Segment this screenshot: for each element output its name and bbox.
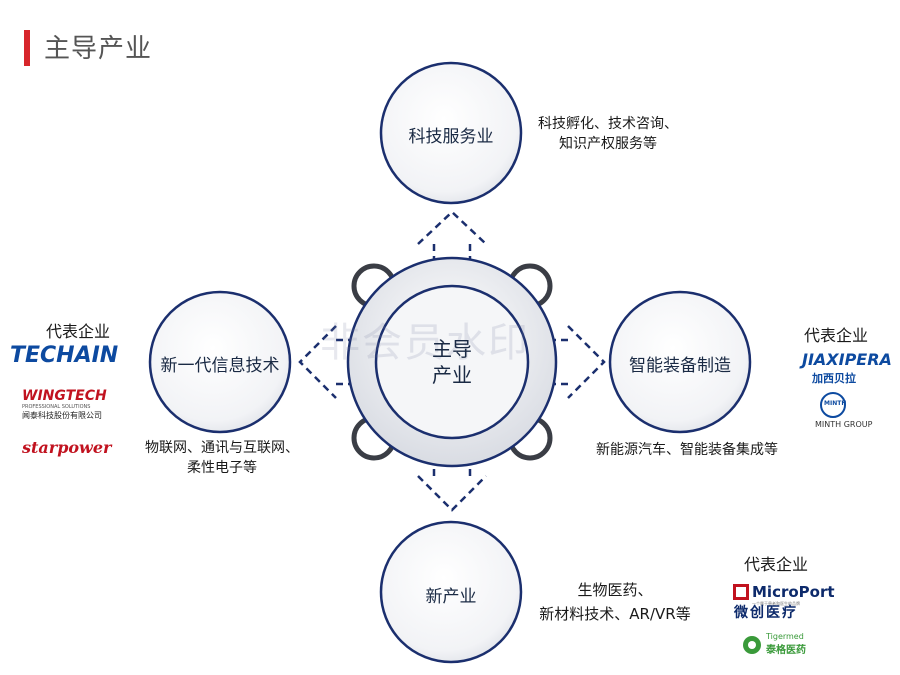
desc-bottom-line2: 新材料技术、AR/VR等 xyxy=(539,605,691,623)
desc-bottom: 生物医药、 新材料技术、AR/VR等 xyxy=(520,578,710,626)
page-title: 主导产业 xyxy=(44,34,153,64)
node-circle-bottom xyxy=(379,520,523,664)
center-label-line1: 主导 xyxy=(432,337,472,361)
minth-logo-mark xyxy=(820,392,846,418)
node-circle-right xyxy=(608,290,752,434)
techain-logo: TECHAIN xyxy=(10,343,119,368)
tigermed-en: Tigermed xyxy=(766,632,804,641)
arrow-up xyxy=(417,210,487,262)
rep-heading-bottom: 代表企业 xyxy=(744,555,809,574)
desc-left-line2: 柔性电子等 xyxy=(187,460,257,476)
desc-right-line1: 新能源汽车、智能装备集成等 xyxy=(596,442,778,458)
title-accent-bar xyxy=(24,30,30,66)
minth-group-text: MINTH GROUP xyxy=(815,420,873,429)
desc-right: 新能源汽车、智能装备集成等 xyxy=(596,440,806,460)
wingtech-name: WINGTECH xyxy=(22,388,107,404)
microport-logo: MicroPort 一个属于患者和医生的品牌 xyxy=(752,583,835,607)
tigermed-logo: Tigermed 泰格医药 xyxy=(766,632,806,656)
node-label-top: 科技服务业 xyxy=(408,127,494,147)
wingtech-cn: 闻泰科技股份有限公司 xyxy=(22,411,102,420)
microport-sub: 一个属于患者和医生的品牌 xyxy=(752,601,800,606)
center-inner-circle xyxy=(374,284,530,440)
rep-heading-left: 代表企业 xyxy=(46,322,111,341)
desc-left-line1: 物联网、通讯与互联网、 xyxy=(145,440,299,456)
jiaxipera-logo: JIAXIPERA xyxy=(802,350,892,369)
starpower-logo: starpower xyxy=(22,438,112,457)
tigermed-cn: 泰格医药 xyxy=(766,645,806,656)
wingtech-sub: PROFESSIONAL SOLUTIONS xyxy=(22,404,91,410)
node-label-left: 新一代信息技术 xyxy=(160,356,280,376)
microport-cn: 微创医疗 xyxy=(734,605,798,621)
rep-heading-right: 代表企业 xyxy=(804,326,869,345)
desc-top-line1: 科技孵化、技术咨询、 xyxy=(538,116,678,132)
desc-left: 物联网、通讯与互联网、 柔性电子等 xyxy=(132,438,312,478)
desc-top: 科技孵化、技术咨询、 知识产权服务等 xyxy=(528,114,688,154)
node-label-right: 智能装备制造 xyxy=(629,356,731,376)
desc-top-line2: 知识产权服务等 xyxy=(559,136,657,152)
node-circle-top xyxy=(379,61,523,205)
node-circle-left xyxy=(148,290,292,434)
center-label-line2: 产业 xyxy=(432,363,472,387)
jiaxipera-cn: 加西贝拉 xyxy=(812,372,856,385)
node-label-bottom: 新产业 xyxy=(425,587,477,607)
desc-bottom-line1: 生物医药、 xyxy=(577,581,653,599)
minth-logo-text: MINTH xyxy=(824,400,847,407)
wingtech-logo: WINGTECH PROFESSIONAL SOLUTIONS 闻泰科技股份有限… xyxy=(22,388,132,421)
microport-name: MicroPort xyxy=(752,583,835,601)
center-label: 主导 产业 xyxy=(402,336,502,388)
